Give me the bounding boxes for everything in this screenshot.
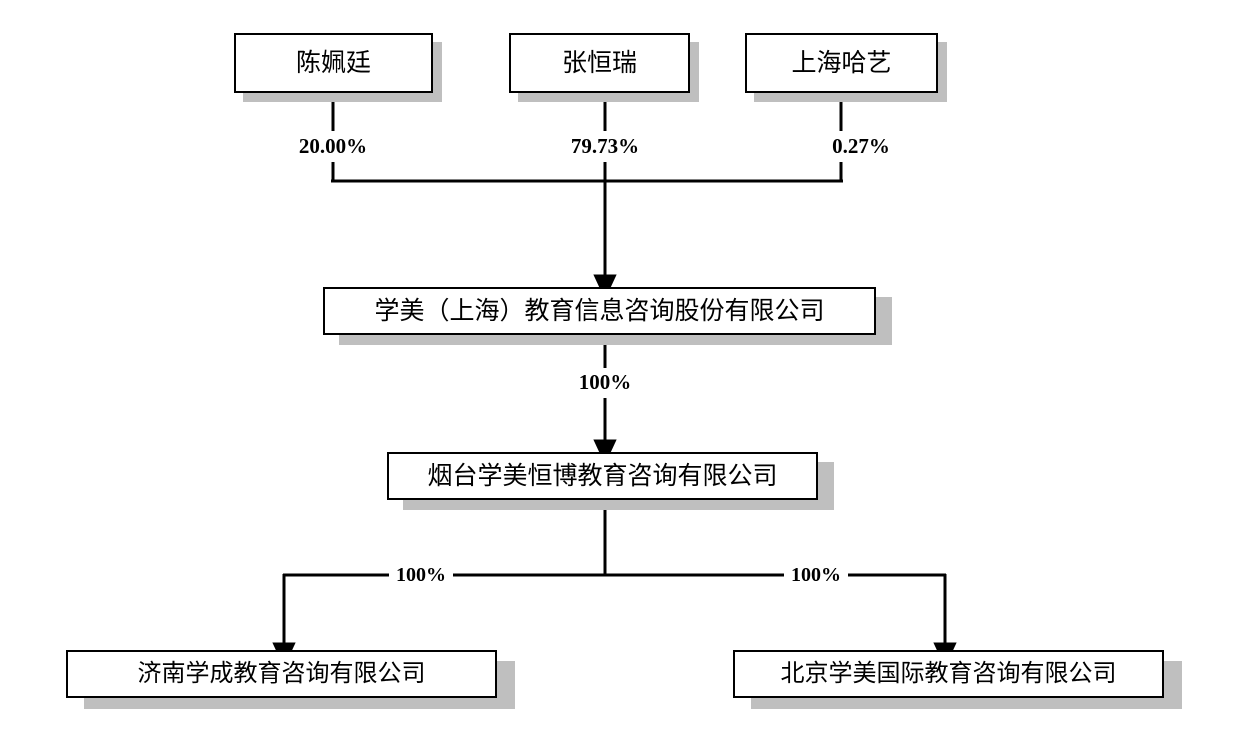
ownership-label-grandchild-1: 100% <box>389 565 453 585</box>
parent-company-label: 学美（上海）教育信息咨询股份有限公司 <box>374 297 825 325</box>
grandchild-label-2: 北京学美国际教育咨询有限公司 <box>780 661 1117 687</box>
subsidiary-box[interactable]: 烟台学美恒博教育咨询有限公司 <box>387 452 818 500</box>
shareholder-box-3[interactable]: 上海哈艺 <box>745 33 938 93</box>
ownership-label-shareholder-1: 20.00% <box>291 136 375 157</box>
subsidiary-label: 烟台学美恒博教育咨询有限公司 <box>427 462 778 490</box>
ownership-label-shareholder-3: 0.27% <box>825 136 897 157</box>
shareholder-label-1: 陈姵廷 <box>295 49 371 77</box>
grandchild-box-1[interactable]: 济南学成教育咨询有限公司 <box>66 650 497 698</box>
parent-company-box[interactable]: 学美（上海）教育信息咨询股份有限公司 <box>323 287 876 335</box>
shareholder-label-2: 张恒瑞 <box>561 49 637 77</box>
ownership-label-parent-to-subsidiary: 100% <box>571 372 639 393</box>
shareholder-label-3: 上海哈艺 <box>791 49 892 77</box>
grandchild-label-1: 济南学成教育咨询有限公司 <box>137 661 426 687</box>
shareholder-box-2[interactable]: 张恒瑞 <box>509 33 690 93</box>
ownership-label-grandchild-2: 100% <box>784 565 848 585</box>
ownership-label-shareholder-2: 79.73% <box>563 136 647 157</box>
shareholder-box-1[interactable]: 陈姵廷 <box>234 33 433 93</box>
grandchild-box-2[interactable]: 北京学美国际教育咨询有限公司 <box>733 650 1164 698</box>
